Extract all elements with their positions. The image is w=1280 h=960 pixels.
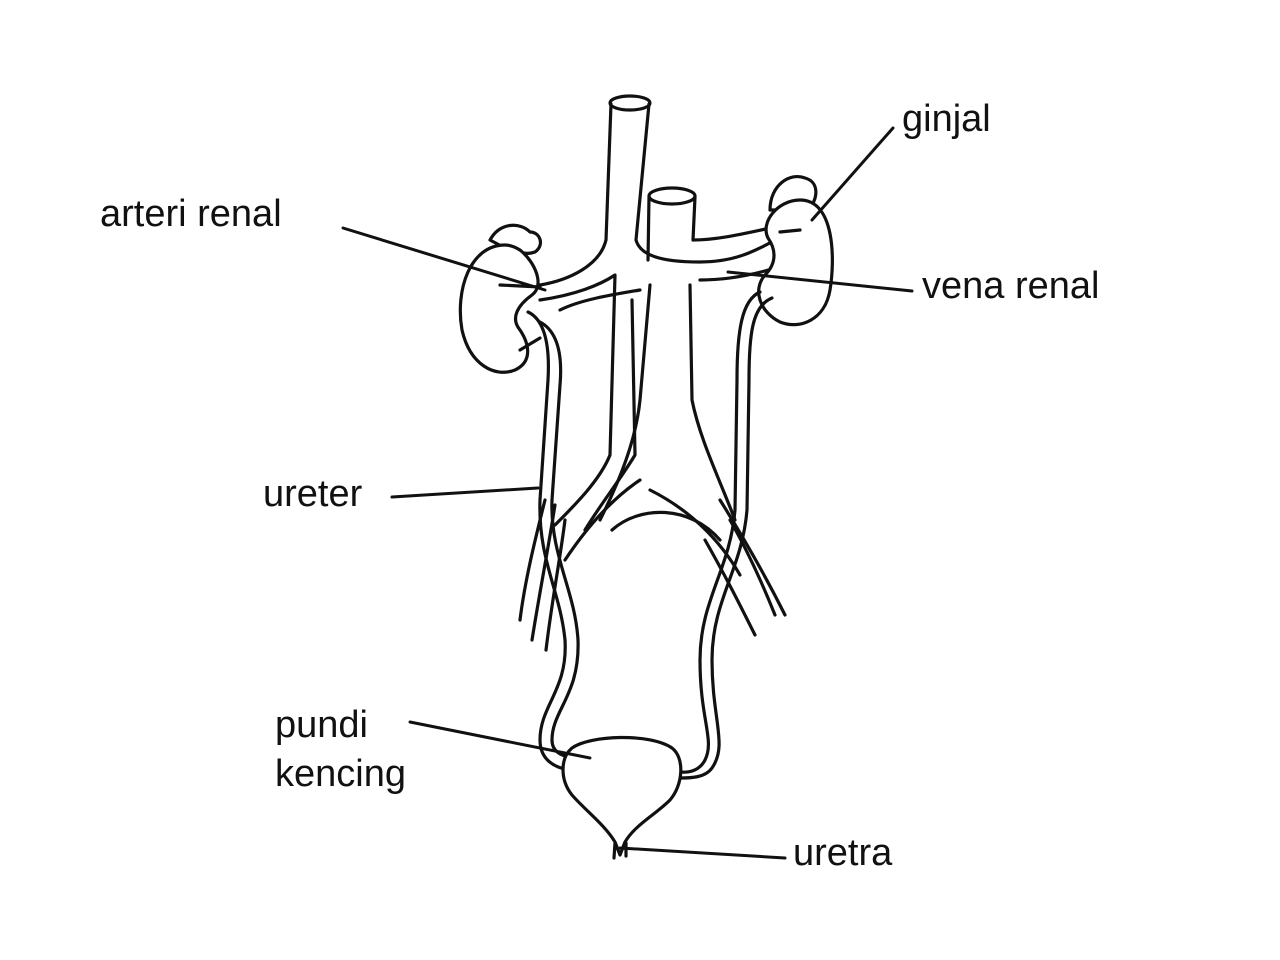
label-vena-renal: vena renal (922, 265, 1100, 307)
leader-pundi-kencing (408, 720, 592, 760)
leader-lines (341, 126, 914, 860)
label-uretra: uretra (793, 832, 893, 874)
left-kidney (458, 223, 543, 374)
aorta (538, 94, 792, 532)
leader-ureter (390, 486, 540, 499)
leader-ginjal (810, 126, 895, 222)
leader-vena-renal (726, 270, 914, 293)
label-ginjal: ginjal (902, 98, 991, 140)
left-ureter (526, 310, 580, 772)
leader-arteri-renal (341, 226, 547, 292)
right-ureter (678, 290, 774, 780)
right-kidney (757, 175, 834, 327)
bladder (561, 735, 683, 860)
label-arteri-renal: arteri renal (100, 193, 282, 235)
label-ureter: ureter (263, 473, 363, 515)
leader-uretra (618, 846, 787, 860)
label-pundi: pundi (275, 704, 368, 746)
label-kencing: kencing (275, 753, 406, 795)
